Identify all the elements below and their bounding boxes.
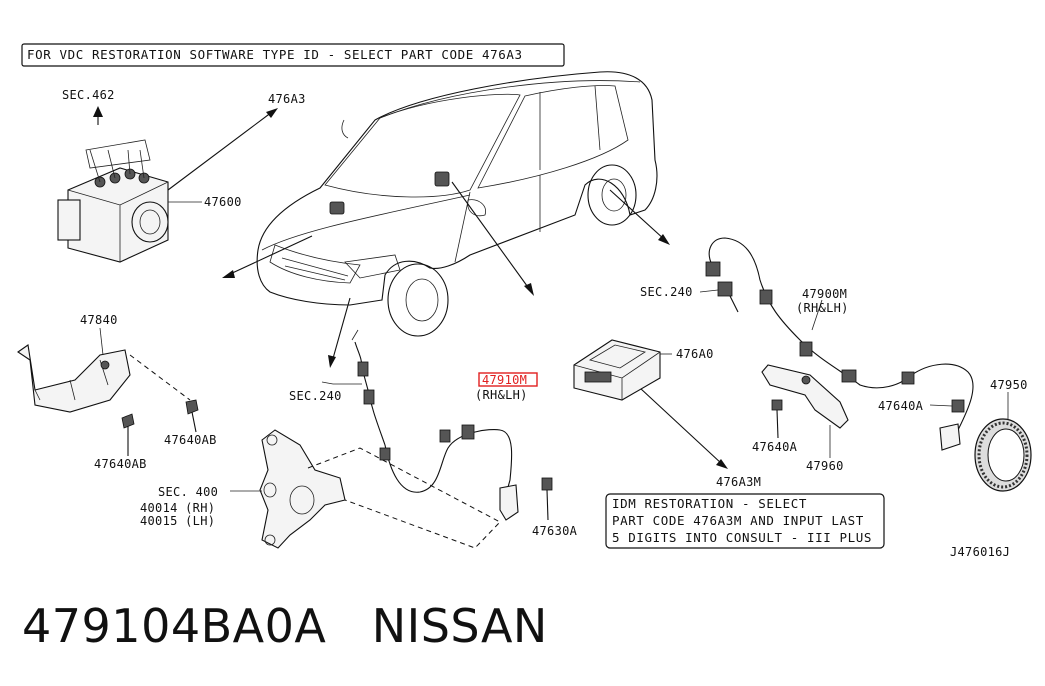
idm-note-box [605,493,885,549]
label-sec240-right: SEC.240 [640,285,693,299]
idm-note-line2: PART CODE 476A3M AND INPUT LAST [612,513,864,528]
callout-arrows [93,106,728,469]
idm-note-line3: 5 DIGITS INTO CONSULT - III PLUS [612,530,872,545]
bracket-47960 [761,364,965,458]
caption: 479104BA0A NISSAN [22,596,548,656]
label-47910m: 47910M [482,373,527,387]
label-476a0: 476A0 [676,347,714,361]
vdc-note-text: FOR VDC RESTORATION SOFTWARE TYPE ID - S… [27,47,523,62]
label-47950: 47950 [990,378,1028,392]
label-diagram-id: J476016J [950,545,1010,559]
label-47640ab-upper: 47640AB [164,433,217,447]
tone-ring-47950 [974,392,1032,492]
label-47630a: 47630A [532,524,578,538]
idm-note-line1: IDM RESTORATION - SELECT [612,496,807,511]
label-47900m-side: (RH&LH) [796,301,849,315]
label-476a3m: 476A3M [716,475,761,489]
label-47960: 47960 [806,459,844,473]
label-sec240-left: SEC.240 [289,389,342,403]
label-40015: 40015 (LH) [140,514,215,528]
label-47640a-right: 47640A [878,399,924,413]
label-47640a-left: 47640A [752,440,798,454]
label-47600: 47600 [204,195,242,209]
part-labels: SEC.462 476A3 47600 47840 47640AB 47640A… [62,88,1028,559]
label-40014: 40014 (RH) [140,501,215,515]
label-47640ab-lower: 47640AB [94,457,147,471]
abs-actuator-47600 [57,139,202,263]
label-sec462: SEC.462 [62,88,115,102]
label-47910m-side: (RH&LH) [475,388,528,402]
highlight-box-47910m [478,372,538,387]
rear-wheel-sensor-47900m [699,237,974,451]
label-476a3: 476A3 [268,92,306,106]
label-47840: 47840 [80,313,118,327]
vehicle-outline [256,71,658,337]
control-unit-476a0 [573,339,672,401]
bracket-47840 [17,327,199,456]
vdc-note-box: FOR VDC RESTORATION SOFTWARE TYPE ID - S… [21,43,565,67]
front-wheel-sensor-47910m [321,329,553,521]
caption-brand: NISSAN [371,599,548,653]
label-47900m: 47900M [802,287,847,301]
label-sec400: SEC. 400 [158,485,218,499]
steering-knuckle [230,429,501,549]
caption-part-number: 479104BA0A [22,599,327,653]
